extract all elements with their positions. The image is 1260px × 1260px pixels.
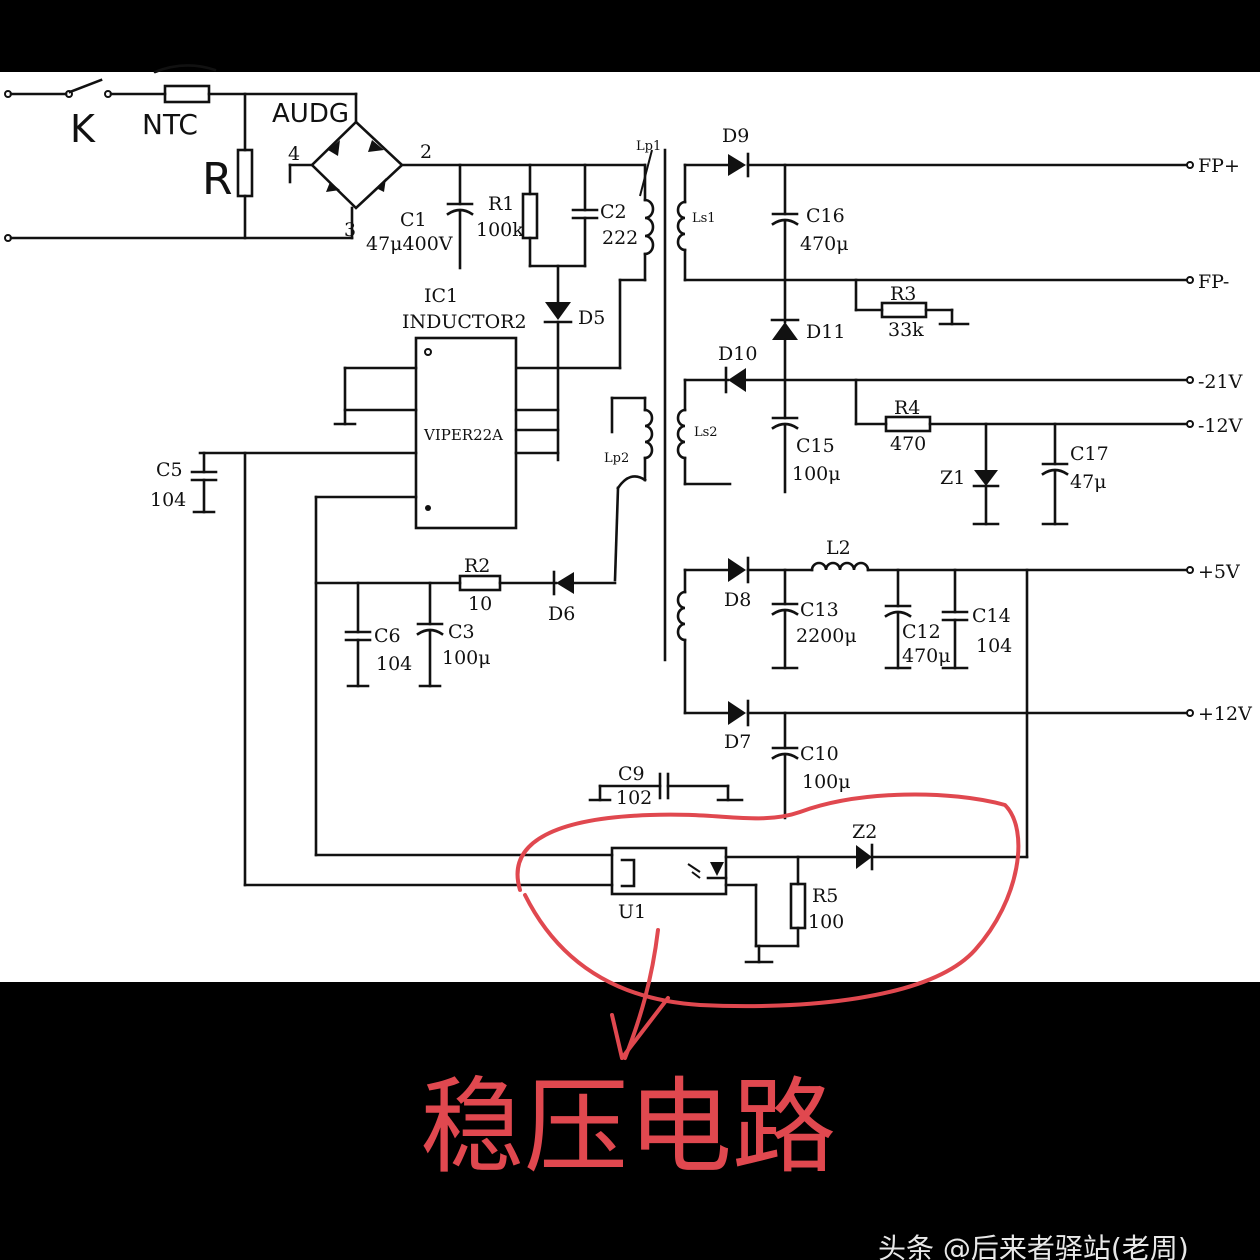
r2-value: 10: [468, 593, 492, 615]
c17-name: C17: [1070, 443, 1109, 465]
ntc-thermistor: [163, 84, 211, 104]
output-5v: +5V: [1198, 561, 1240, 583]
c17-value: 47μ: [1070, 471, 1107, 493]
vcc-supply: [314, 495, 617, 857]
label-bridge: AUDG: [272, 99, 349, 129]
pin-4: 4: [288, 143, 300, 165]
ic1-viper22a: [198, 336, 560, 530]
ls1-label: Ls1: [692, 211, 716, 226]
ic1-name: IC1: [424, 285, 458, 307]
output-neg21v: -21V: [1198, 371, 1243, 393]
r4-value: 470: [890, 433, 926, 455]
z1-label: Z1: [940, 467, 965, 489]
z2-label: Z2: [852, 821, 877, 843]
c16-name: C16: [806, 205, 845, 227]
c5-value: 104: [150, 489, 186, 511]
c15-name: C15: [796, 435, 835, 457]
c14-value: 104: [976, 635, 1012, 657]
r5-value: 100: [808, 911, 844, 933]
d11-label: D11: [806, 321, 845, 343]
c6-name: C6: [374, 625, 401, 647]
c15-value: 100μ: [792, 463, 841, 485]
ic1-chip: VIPER22A: [423, 426, 503, 444]
resistor-r: [236, 148, 254, 198]
label-ntc: NTC: [142, 108, 198, 141]
c12-name: C12: [902, 621, 941, 643]
d10-label: D10: [718, 343, 757, 365]
label-switch: K: [70, 107, 96, 151]
r3-name: R3: [890, 283, 916, 305]
r5-name: R5: [812, 885, 838, 907]
lp2-label: Lp2: [604, 451, 629, 466]
c12-value: 470μ: [902, 645, 951, 667]
optocoupler-u1: [610, 846, 728, 896]
circle-highlight: [515, 792, 1021, 1009]
r1-name: R1: [488, 193, 514, 215]
switch-k: [68, 78, 103, 94]
feedback-loop: [314, 843, 1029, 964]
d8-label: D8: [724, 589, 751, 611]
c6-value: 104: [376, 653, 412, 675]
u1-label: U1: [618, 901, 646, 923]
output-fp-minus: FP-: [1198, 271, 1229, 293]
ic1-subtitle: INDUCTOR2: [402, 311, 527, 333]
r3-value: 33k: [888, 319, 924, 341]
secondary-fp: [676, 152, 1194, 494]
output-12v: +12V: [1198, 703, 1252, 725]
primary-snubber: [446, 163, 599, 462]
c10-name: C10: [800, 743, 839, 765]
d9-label: D9: [722, 125, 749, 147]
c3-value: 100μ: [442, 647, 491, 669]
pin-2: 2: [420, 141, 432, 163]
c16-value: 470μ: [800, 233, 849, 255]
mains-input: [4, 64, 358, 242]
c10-value: 100μ: [802, 771, 851, 793]
output-labels: FP+ FP- -21V -12V +5V +12V: [1198, 155, 1252, 725]
red-annotation: [515, 792, 1021, 1060]
c3-name: C3: [448, 621, 475, 643]
pin-3: 3: [344, 219, 356, 241]
c9: [588, 772, 744, 802]
r2-name: R2: [464, 555, 490, 577]
lp1-label: Lp1: [636, 139, 661, 154]
c2-value: 222: [602, 227, 638, 249]
label-resistor: R: [202, 154, 233, 205]
c13-value: 2200μ: [796, 625, 857, 647]
ls2-label: Ls2: [694, 425, 718, 440]
c9-value: 102: [616, 787, 652, 809]
c1-value: 47μ400V: [366, 233, 453, 255]
c14-name: C14: [972, 605, 1011, 627]
c9-name: C9: [618, 763, 645, 785]
output-neg12v: -12V: [1198, 415, 1243, 437]
transformer-primary: [516, 148, 667, 662]
c5: [190, 451, 614, 887]
c13-name: C13: [800, 599, 839, 621]
c5-name: C5: [156, 459, 183, 481]
component-labels: 2 3 4 C1 47μ400V R1 100k C2 222 D5 IC1 I…: [150, 125, 1109, 933]
bridge-rectifier: [288, 92, 647, 240]
d6-label: D6: [548, 603, 575, 625]
l2-label: L2: [826, 537, 851, 559]
r4-name: R4: [894, 397, 920, 419]
secondary-negative: [676, 366, 1194, 526]
secondary-5v: [676, 556, 1194, 859]
watermark-text: 头条 @后来者驿站(老周): [878, 1232, 1189, 1260]
arrow-head: [610, 996, 670, 1060]
regulator-caption: 稳压电路: [420, 1066, 837, 1188]
output-fp-plus: FP+: [1198, 155, 1240, 177]
r1-value: 100k: [476, 219, 524, 241]
d7-label: D7: [724, 731, 751, 753]
c1-name: C1: [400, 209, 427, 231]
handwritten-labels: K NTC AUDG R: [70, 99, 349, 205]
d5-label: D5: [578, 307, 605, 329]
secondary-12v: [683, 699, 1194, 820]
c2-name: C2: [600, 201, 627, 223]
schematic-sheet: [0, 72, 1260, 982]
